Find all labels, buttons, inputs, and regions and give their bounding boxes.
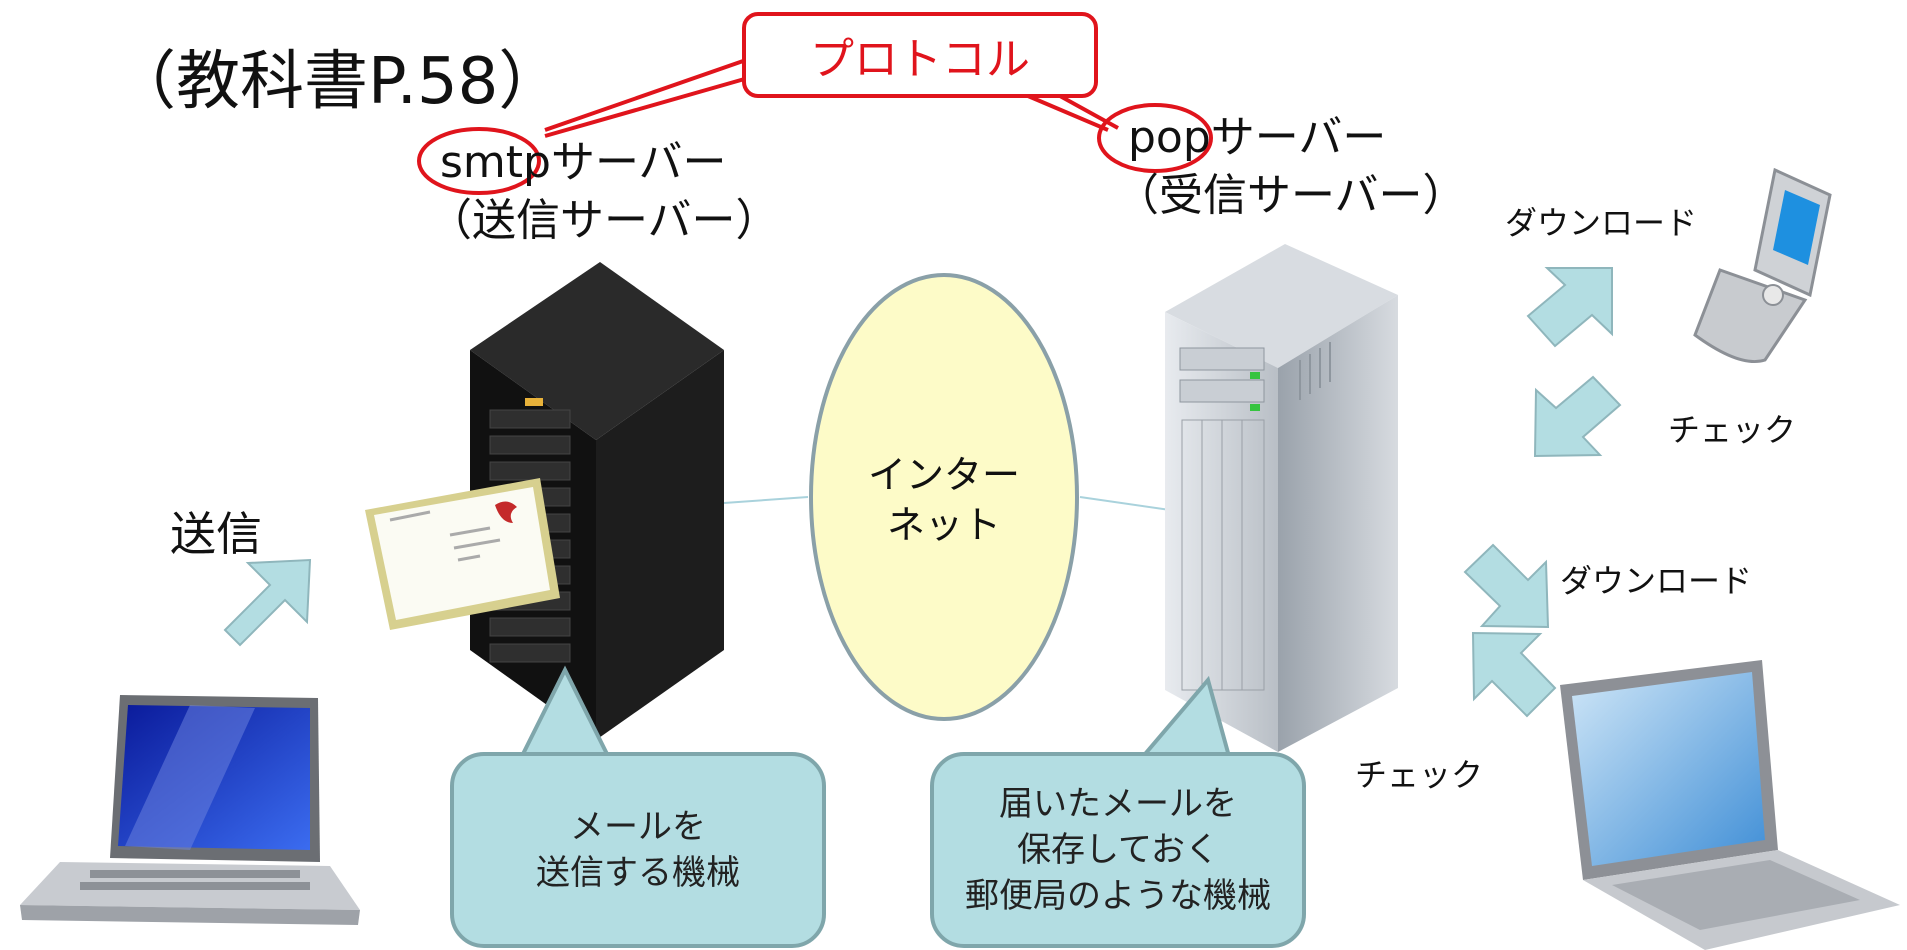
page-title: （教科書P.58） (112, 45, 563, 119)
phone-download-label: ダウンロード (1505, 204, 1698, 242)
bubble-send-line2: 送信する機械 (536, 853, 740, 893)
internet-line2: ネット (886, 503, 1001, 547)
sender-laptop-icon (20, 695, 360, 925)
bubble-pop-line2: 保存しておく (1017, 830, 1219, 870)
pop-highlight-circle (1097, 103, 1213, 173)
internet-line1: インター (867, 453, 1020, 497)
pop-server-icon (1165, 244, 1398, 752)
network-line-right (1079, 496, 1171, 511)
bubble-pop-line1: 届いたメールを (999, 784, 1237, 824)
pop-name: pop (1128, 112, 1211, 163)
pop-suffix: サーバー (1210, 112, 1387, 163)
phone-check-arrow (1533, 375, 1622, 458)
send-arrow (223, 558, 312, 647)
internet-cloud (809, 273, 1079, 721)
mobile-phone-icon (1693, 167, 1832, 364)
protocol-label: プロトコル (810, 34, 1030, 85)
smtp-highlight-circle (417, 127, 541, 195)
pop-server-sublabel: （受信サーバー） (1115, 170, 1467, 221)
network-line-left (723, 496, 809, 504)
bubble-pop-line3: 郵便局のような機械 (965, 876, 1271, 916)
smtp-suffix: サーバー (550, 137, 727, 188)
internet-label: インター ネット (811, 440, 1077, 560)
send-label: 送信 (170, 507, 262, 561)
send-server-bubble: メールを 送信する機械 (450, 752, 826, 948)
envelope-icon (365, 478, 560, 630)
laptop-download-label: ダウンロード (1560, 562, 1753, 600)
smtp-name: smtp (440, 137, 551, 188)
laptop-download-arrow (1463, 543, 1550, 629)
smtp-server-icon (470, 262, 724, 740)
receiver-laptop-icon (1560, 660, 1900, 950)
pop-server-label: popサーバー (1128, 110, 1386, 166)
phone-check-label: チェック (1668, 411, 1797, 449)
phone-download-arrow (1526, 267, 1613, 348)
protocol-connector-lines (544, 58, 1119, 138)
laptop-check-label: チェック (1355, 756, 1484, 794)
protocol-callout: プロトコル (742, 12, 1098, 98)
bubble-send-line1: メールを (570, 807, 706, 847)
smtp-server-label: smtpサーバー (440, 135, 727, 191)
pop-server-bubble: 届いたメールを 保存しておく 郵便局のような機械 (930, 752, 1306, 948)
laptop-check-arrow (1471, 631, 1557, 718)
smtp-server-sublabel: （送信サーバー） (428, 195, 780, 246)
